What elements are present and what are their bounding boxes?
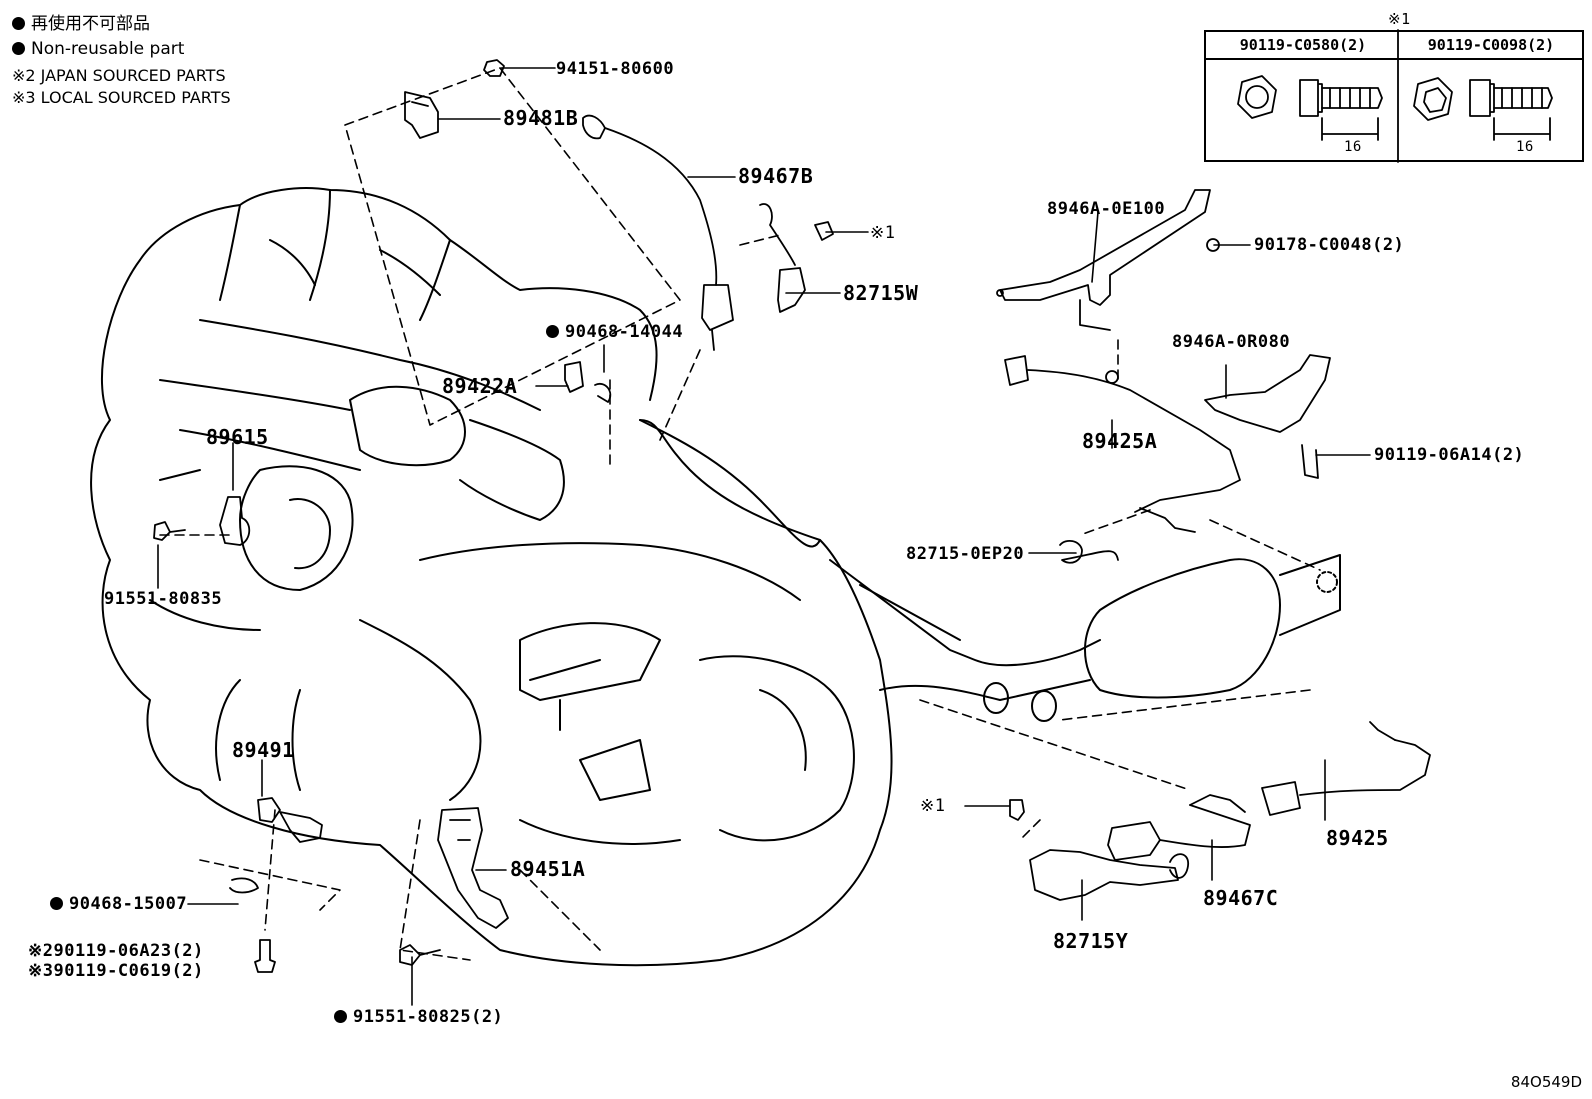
callout-82715Y[interactable]: 82715Y	[1053, 929, 1129, 953]
callout-89467B[interactable]: 89467B	[738, 164, 814, 188]
bolt-dim-right: 16	[1516, 139, 1534, 155]
callout-8946A-0R080[interactable]: 8946A-0R080	[1172, 332, 1291, 352]
bolt-table-col2-header[interactable]: 90119-C0098(2)	[1400, 32, 1582, 60]
non-reusable-dot-icon	[50, 897, 63, 910]
callout-90468-15007[interactable]: 90468-15007	[50, 895, 187, 913]
bolt-table: 90119-C0580(2) 90119-C0098(2)	[1204, 30, 1584, 162]
callout-90119-06A14[interactable]: 90119-06A14(2)	[1374, 445, 1525, 465]
callout-90178-C0048[interactable]: 90178-C0048(2)	[1254, 235, 1405, 255]
callout-89615[interactable]: 89615	[206, 425, 269, 449]
callout-8946A-0E100[interactable]: 8946A-0E100	[1047, 199, 1166, 219]
bolt-dim-left: 16	[1344, 139, 1362, 155]
callout-89422A[interactable]: 89422A	[442, 374, 518, 398]
legend-japan-sourced: ※2 JAPAN SOURCED PARTS	[12, 66, 226, 85]
non-reusable-dot-icon	[12, 17, 25, 30]
non-reusable-dot-icon	[12, 42, 25, 55]
callout-94151-80600[interactable]: 94151-80600	[556, 59, 675, 79]
callout-91551-80835[interactable]: 91551-80835	[104, 589, 223, 609]
callout-89491[interactable]: 89491	[232, 738, 295, 762]
part-shapes	[153, 59, 1431, 973]
callout-89467C[interactable]: 89467C	[1203, 886, 1279, 910]
callout-90119-06A23[interactable]: ※290119-06A23(2)	[28, 941, 204, 961]
callout-89425A[interactable]: 89425A	[1082, 429, 1158, 453]
callout-ref1-bottom[interactable]: ※1	[920, 796, 946, 816]
callout-91551-80825[interactable]: 91551-80825(2)	[334, 1008, 503, 1026]
callout-90119-C0619[interactable]: ※390119-C0619(2)	[28, 961, 204, 981]
drawing-code: 84O549D	[1510, 1073, 1582, 1091]
bolt-table-col1-header[interactable]: 90119-C0580(2)	[1206, 32, 1400, 60]
non-reusable-dot-icon	[546, 325, 559, 338]
callout-89425[interactable]: 89425	[1326, 826, 1389, 850]
legend-local-sourced: ※3 LOCAL SOURCED PARTS	[12, 88, 231, 107]
assembly-lines	[159, 67, 1321, 961]
bolt-table-drawings	[1237, 29, 1553, 163]
callout-ref1-top[interactable]: ※1	[870, 223, 896, 243]
callout-89481B[interactable]: 89481B	[503, 106, 579, 130]
legend-non-reusable-jp: 再使用不可部品	[12, 14, 150, 34]
non-reusable-dot-icon	[334, 1010, 347, 1023]
callout-89451A[interactable]: 89451A	[510, 857, 586, 881]
callout-82715W[interactable]: 82715W	[843, 281, 919, 305]
engine-block-drawing	[90, 187, 893, 967]
bolt-table-marker: ※1	[1388, 10, 1411, 28]
callout-82715-0EP20[interactable]: 82715-0EP20	[906, 544, 1025, 564]
callout-90468-14044[interactable]: 90468-14044	[546, 323, 683, 341]
legend-non-reusable-en: Non-reusable part	[12, 39, 184, 59]
